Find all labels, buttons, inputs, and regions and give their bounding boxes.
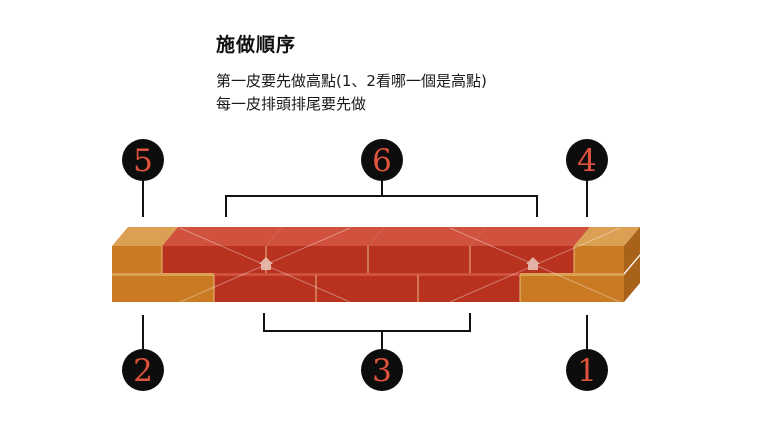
step-label-1: 1	[577, 353, 597, 389]
brick-bottom-left-end	[112, 273, 214, 302]
brick-bottom-right-end	[520, 256, 640, 302]
brick-bottom-middle	[214, 273, 520, 302]
house-watermark-icon	[259, 257, 540, 270]
connector-lines	[142, 175, 588, 350]
instruction-line-1: 第一皮要先做高點(1、2看哪一個是高點)	[216, 72, 487, 90]
instruction-line-2: 每一皮排頭排尾要先做	[216, 95, 367, 113]
brick-top-middle	[162, 227, 590, 273]
step-badge-3: 3	[361, 349, 403, 391]
bottom-course	[112, 256, 640, 302]
step-badge-4: 4	[566, 139, 608, 181]
step-label-5: 5	[133, 143, 153, 179]
step-label-2: 2	[133, 353, 153, 389]
step-badge-5: 5	[122, 139, 164, 181]
step-label-6: 6	[372, 143, 392, 179]
step-badge-6: 6	[361, 139, 403, 181]
step-badge-1: 1	[566, 349, 608, 391]
diagram-title: 施做順序	[216, 34, 297, 56]
brick-top-left-end	[112, 227, 178, 273]
step-label-3: 3	[372, 353, 392, 389]
brick-top-right-end	[574, 227, 640, 273]
step-badge-2: 2	[122, 349, 164, 391]
top-course	[112, 227, 640, 273]
step-label-4: 4	[577, 143, 597, 179]
